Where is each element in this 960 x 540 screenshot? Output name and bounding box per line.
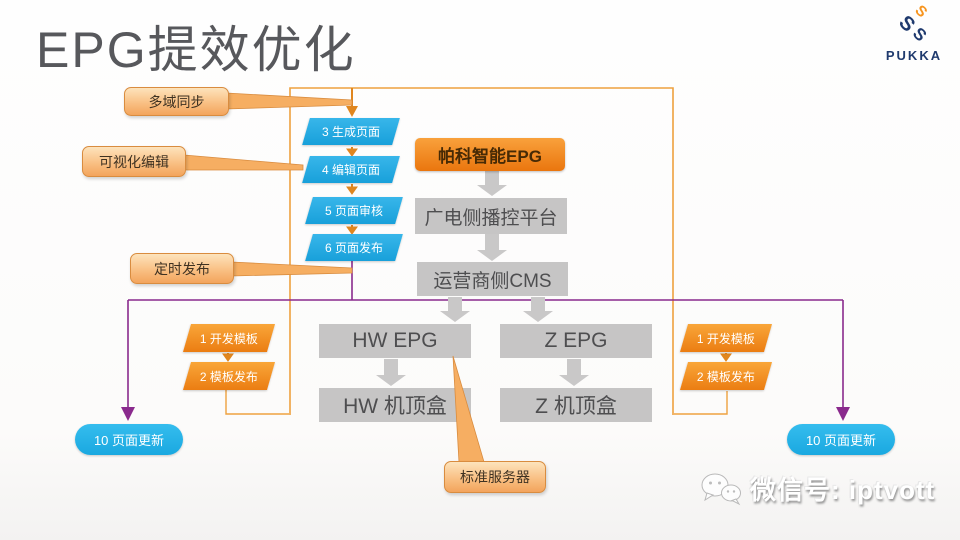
node-hw-epg: HW EPG bbox=[319, 324, 471, 358]
arrow-z-to-stb bbox=[559, 359, 589, 386]
callout-standard-server: 标准服务器 bbox=[444, 461, 546, 493]
right-template-connector bbox=[674, 391, 728, 415]
node-broadcast-platform: 广电侧播控平台 bbox=[415, 198, 567, 234]
step-label: 3 生成页面 bbox=[321, 125, 380, 139]
step-publish-page: 6 页面发布 bbox=[305, 234, 403, 261]
step-generate-page: 3 生成页面 bbox=[302, 118, 400, 145]
tail-visual-edit bbox=[183, 154, 304, 171]
page-title: EPG提效优化 bbox=[36, 22, 356, 78]
purple-arrowhead-right bbox=[836, 407, 850, 421]
step-label: 2 模板发布 bbox=[696, 369, 755, 384]
step-label: 2 模板发布 bbox=[199, 369, 258, 384]
arrow-cms-to-hw bbox=[440, 297, 470, 322]
right-step-develop-template: 1 开发模板 bbox=[679, 324, 773, 352]
step-label: 1 开发模板 bbox=[696, 331, 755, 346]
callout-timed-publish: 定时发布 bbox=[130, 253, 234, 284]
left-page-update-pill: 10 页面更新 bbox=[75, 424, 183, 455]
node-hw-stb: HW 机顶盒 bbox=[319, 388, 471, 422]
arrow-epg-to-platform bbox=[477, 170, 507, 196]
node-z-stb: Z 机顶盒 bbox=[500, 388, 652, 422]
node-operator-cms: 运营商侧CMS bbox=[417, 262, 568, 296]
step-label: 1 开发模板 bbox=[199, 331, 258, 346]
node-pukka-epg: 帕科智能EPG bbox=[415, 138, 565, 171]
left-template-connector bbox=[225, 390, 289, 415]
left-step-develop-template: 1 开发模板 bbox=[182, 324, 276, 352]
sync-drop-arrowhead bbox=[346, 106, 358, 117]
left-step-publish-template: 2 模板发布 bbox=[182, 362, 276, 390]
step-edit-page: 4 编辑页面 bbox=[302, 156, 400, 183]
right-page-update-pill: 10 页面更新 bbox=[787, 424, 895, 455]
wechat-footer: 微信号: iptvott bbox=[700, 470, 935, 507]
logo-s-glyph: S bbox=[908, 23, 931, 46]
step-review-page: 5 页面审核 bbox=[305, 197, 403, 224]
callout-multi-domain-sync: 多域同步 bbox=[124, 87, 229, 116]
pukka-logo-icon: S S S bbox=[880, 2, 948, 48]
callout-visual-edit: 可视化编辑 bbox=[82, 146, 186, 177]
purple-arrowhead-left bbox=[121, 407, 135, 421]
node-z-epg: Z EPG bbox=[500, 324, 652, 358]
right-step-publish-template: 2 模板发布 bbox=[679, 362, 773, 390]
pukka-logo: S S S PUKKA bbox=[880, 2, 948, 63]
template-step-arrows bbox=[222, 353, 732, 362]
step-label: 5 页面审核 bbox=[324, 204, 383, 218]
arrow-hw-to-stb bbox=[376, 359, 406, 386]
tail-timed-publish bbox=[230, 261, 353, 277]
step-label: 4 编辑页面 bbox=[321, 163, 380, 177]
step-label: 6 页面发布 bbox=[324, 241, 383, 255]
arrow-platform-to-cms bbox=[477, 234, 507, 261]
logo-brand-text: PUKKA bbox=[885, 48, 943, 63]
tail-multi-domain-sync bbox=[225, 92, 353, 110]
arrow-cms-to-z bbox=[523, 297, 553, 322]
wechat-icon bbox=[701, 473, 741, 505]
wechat-id-text: 微信号: iptvott bbox=[750, 475, 936, 505]
